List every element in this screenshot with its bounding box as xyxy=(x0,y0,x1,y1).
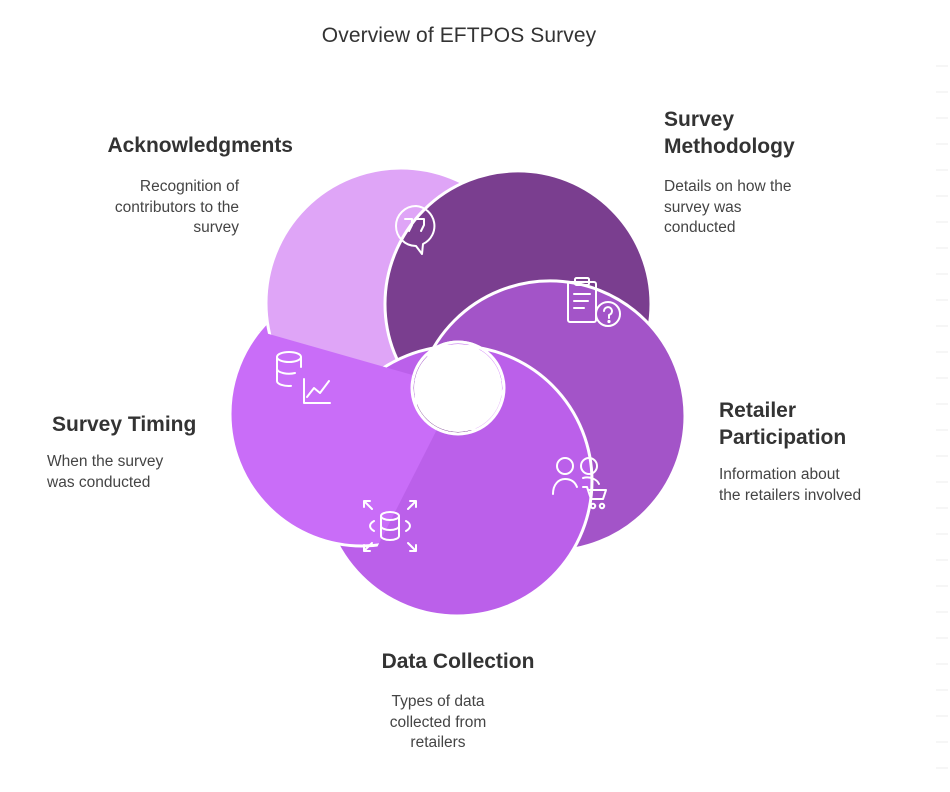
desc-survey-methodology: Details on how the survey was conducted xyxy=(664,178,792,236)
petals xyxy=(228,166,687,618)
desc-survey-timing: When the survey was conducted xyxy=(47,453,164,491)
edge-tick-marks xyxy=(936,65,948,769)
heading-survey-timing: Survey Timing xyxy=(52,413,197,436)
diagram-hub xyxy=(414,344,502,432)
desc-acknowledgments: Recognition of contributors to the surve… xyxy=(114,178,239,236)
heading-data-collection: Data Collection xyxy=(381,650,535,673)
desc-data-collection: Types of data collected from retailers xyxy=(389,693,487,751)
heading-acknowledgments: Acknowledgments xyxy=(107,134,293,157)
petal-icons xyxy=(276,205,621,552)
heading-survey-methodology: Survey Methodology xyxy=(664,108,795,158)
database-chart-icon xyxy=(276,351,331,404)
page-title: Overview of EFTPOS Survey xyxy=(321,24,597,47)
clipboard-question-icon xyxy=(567,277,621,327)
heading-retailer-participation: Retailer Participation xyxy=(719,399,847,449)
database-expand-icon xyxy=(363,500,417,552)
users-cart-icon xyxy=(552,457,607,510)
desc-retailer-participation: Information about the retailers involved xyxy=(719,466,862,504)
quote-bubble-icon xyxy=(395,205,436,255)
